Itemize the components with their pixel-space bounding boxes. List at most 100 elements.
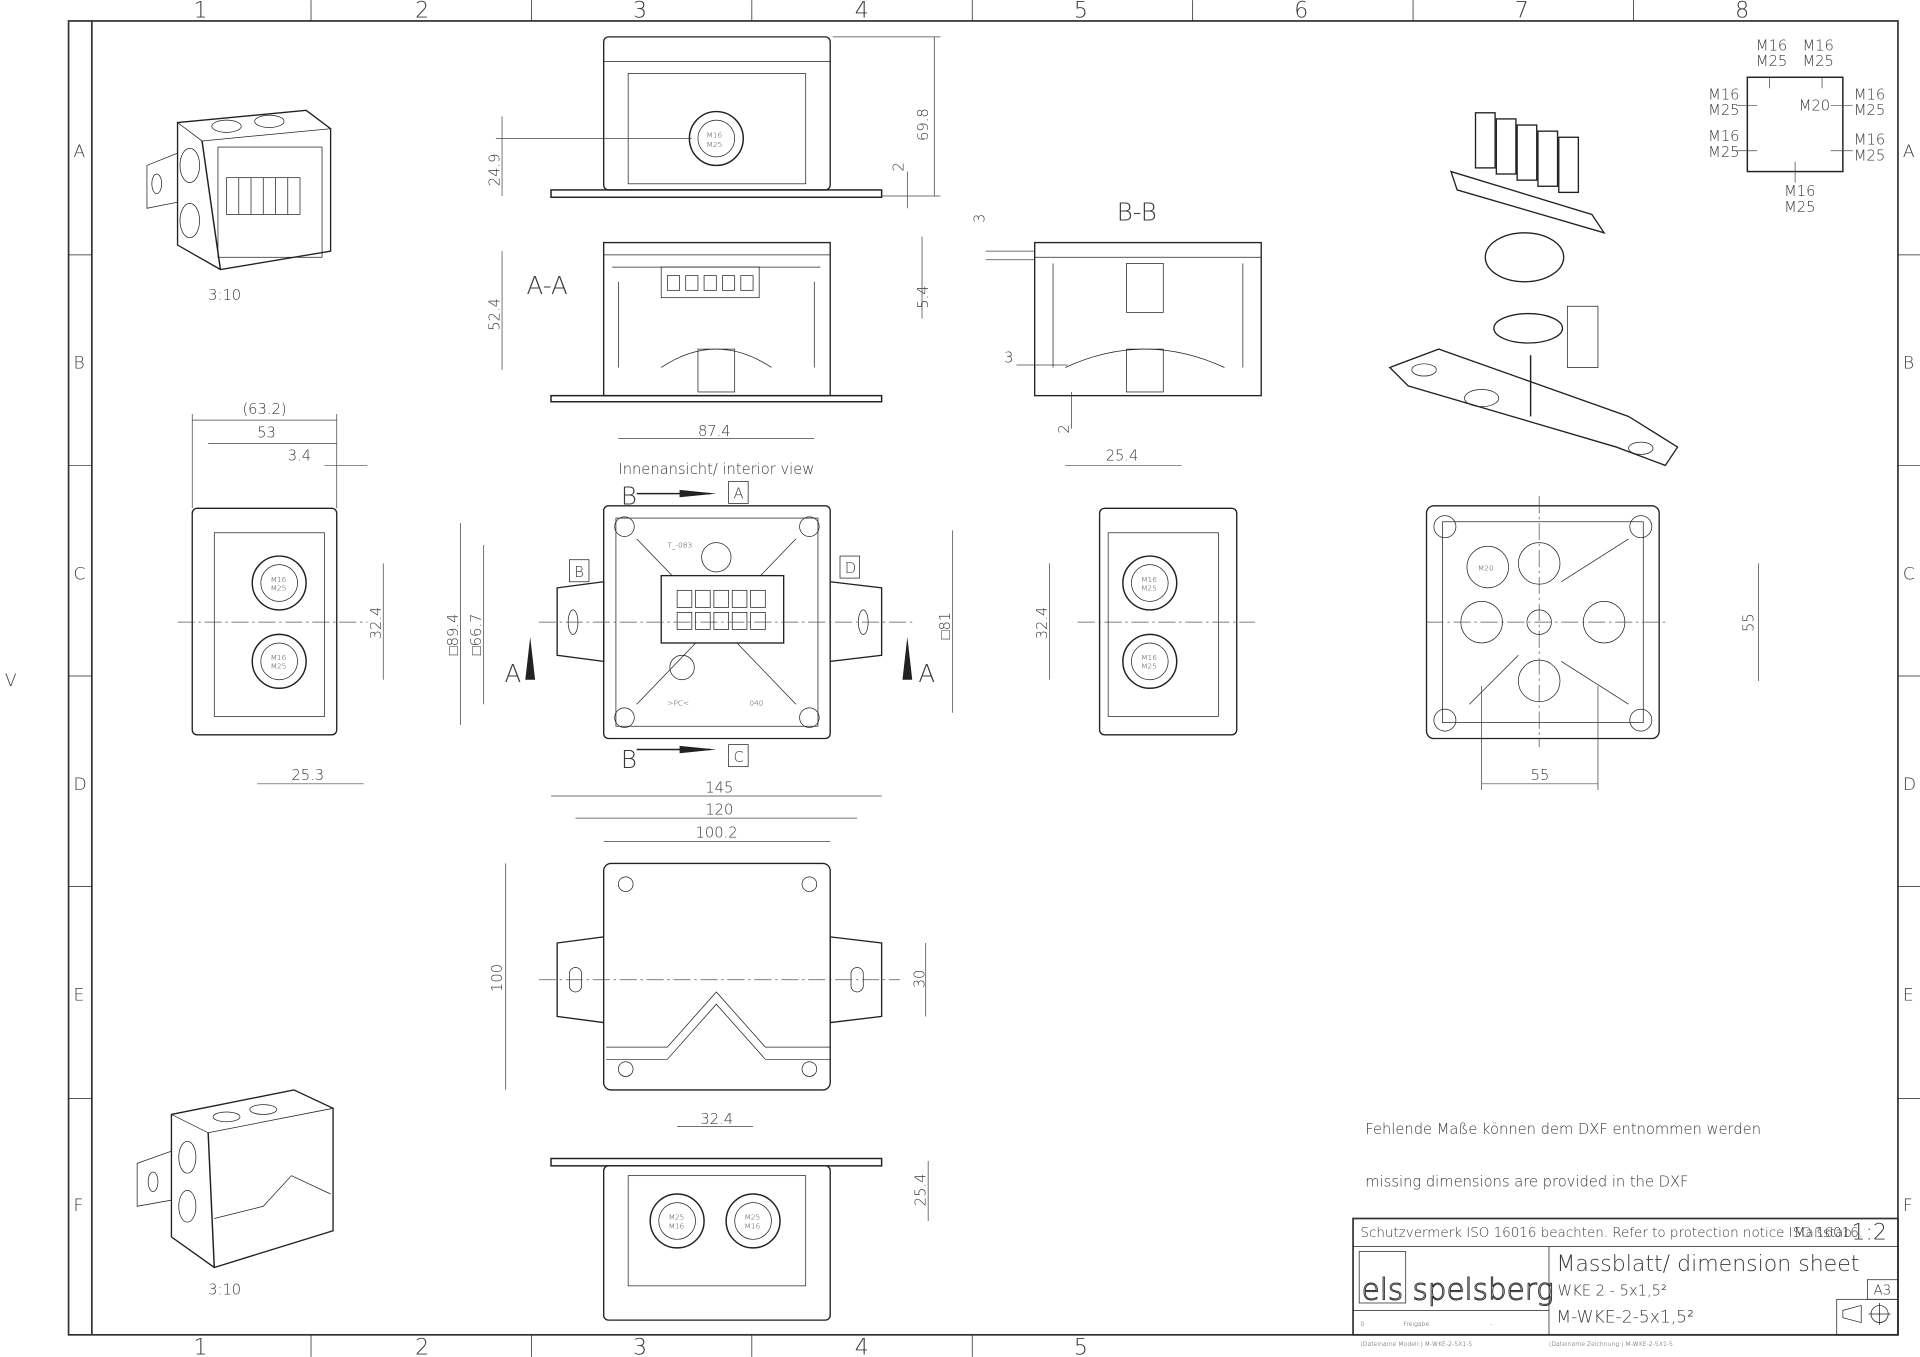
gland-label: M16 xyxy=(707,130,723,139)
section-label-b-b: B-B xyxy=(1117,198,1157,227)
entry-label: M16 xyxy=(1784,183,1815,200)
housing-marking: T_-083 xyxy=(667,540,692,549)
front-view-bottom xyxy=(550,1126,929,1321)
row-label-right: F xyxy=(1903,1196,1913,1216)
ref-box-c: C xyxy=(733,749,743,766)
front-view-top xyxy=(495,36,941,209)
entry-label: M25 xyxy=(1854,148,1885,165)
gland-label-m20: M20 xyxy=(1478,564,1494,573)
dim-100-2: 100.2 xyxy=(696,825,738,842)
row-label-right: E xyxy=(1903,986,1914,1006)
scale-value: 1:2 xyxy=(1851,1220,1886,1245)
dim-87-4: 87.4 xyxy=(698,423,731,440)
dim-32-4: 32.4 xyxy=(1034,607,1051,640)
gland-label: M25 xyxy=(1141,662,1157,671)
dim-3-side: 3 xyxy=(1004,350,1013,367)
interior-view xyxy=(460,480,954,768)
model-filename: (Dateiname Modell:) M-WKE-2-5X1-5 xyxy=(1360,1341,1472,1348)
dim-3-4: 3.4 xyxy=(288,448,311,465)
dim-30: 30 xyxy=(911,970,928,989)
gland-label: M16 xyxy=(271,653,287,662)
gland-label: M25 xyxy=(669,1213,685,1222)
gland-label: M16 xyxy=(744,1221,760,1230)
product-name: WKE 2 - 5x1,5² xyxy=(1558,1283,1667,1300)
column-label: 3 xyxy=(633,0,647,23)
title-block: els spelsberg xyxy=(1352,1217,1899,1336)
section-label-a-a: A-A xyxy=(527,271,568,300)
column-label-bottom: 2 xyxy=(415,1335,429,1357)
gland-label: M16 xyxy=(1141,575,1157,584)
entry-label: M16 xyxy=(1756,37,1787,54)
dim-55-vertical: 55 xyxy=(1740,613,1757,632)
entry-label: M16 xyxy=(1854,86,1885,103)
section-mark-b-top: B xyxy=(621,482,637,511)
cable-entry-diagram xyxy=(1736,76,1853,183)
column-label-bottom: 5 xyxy=(1074,1335,1088,1357)
column-label: 7 xyxy=(1515,0,1529,23)
dim-2: 2 xyxy=(891,162,908,171)
dim-89-4: □89.4 xyxy=(445,614,462,656)
part-number: M-WKE-2-5x1,5² xyxy=(1556,1308,1694,1328)
column-label-bottom: 3 xyxy=(633,1335,647,1357)
margin-mark: V xyxy=(5,671,17,691)
dim-145: 145 xyxy=(705,779,733,796)
ref-box-d: D xyxy=(845,560,856,577)
drawing-frame xyxy=(67,0,1920,1357)
entry-label: M16 xyxy=(1802,37,1833,54)
entry-label: M25 xyxy=(1756,53,1787,70)
release-status: Freigabe xyxy=(1403,1321,1429,1328)
column-label: 8 xyxy=(1735,0,1749,23)
dim-81: □81 xyxy=(937,612,954,640)
dim-25-4: 25.4 xyxy=(1106,448,1139,465)
sheet-title: Massblatt/ dimension sheet xyxy=(1556,1252,1859,1277)
dim-32-4: 32.4 xyxy=(368,607,385,640)
column-label: 1 xyxy=(193,0,207,23)
dim-120: 120 xyxy=(705,801,733,818)
bottom-view xyxy=(1425,496,1759,790)
iso-top-scale: 3:10 xyxy=(208,287,241,304)
section-mark-a-left: A xyxy=(504,659,521,688)
entry-label: M16 xyxy=(1854,132,1885,149)
top-plan-view xyxy=(505,795,927,1091)
gland-label: M25 xyxy=(744,1213,760,1222)
column-label: 2 xyxy=(415,0,429,23)
section-mark-a-right: A xyxy=(918,659,935,688)
row-label: C xyxy=(73,564,85,584)
release-extra: - xyxy=(1490,1321,1492,1328)
column-label-bottom: 1 xyxy=(193,1335,207,1357)
column-label: 5 xyxy=(1074,0,1088,23)
row-label: F xyxy=(73,1196,83,1216)
side-view-right xyxy=(1049,465,1256,736)
dim-66-7: □66.7 xyxy=(468,614,485,656)
iso-bottom-scale: 3:10 xyxy=(208,1281,241,1298)
dim-32-4: 32.4 xyxy=(700,1111,733,1128)
dim-55-horizontal: 55 xyxy=(1531,767,1550,784)
dim-63-2: (63.2) xyxy=(242,401,286,418)
section-mark-b-bottom: B xyxy=(621,745,637,774)
dim-52-4: 52.4 xyxy=(487,298,504,331)
row-label-right: D xyxy=(1903,775,1916,795)
protection-notice: Schutzvermerk ISO 16016 beachten. Refer … xyxy=(1360,1226,1863,1241)
dim-53: 53 xyxy=(257,424,276,441)
row-label: A xyxy=(73,142,85,162)
gland-label: M25 xyxy=(271,662,287,671)
dim-3-top: 3 xyxy=(971,214,988,223)
row-label-right: A xyxy=(1903,142,1915,162)
dim-5-4: 5.4 xyxy=(915,285,932,308)
isometric-view-bottom xyxy=(136,1089,335,1269)
gland-label: M16 xyxy=(271,575,287,584)
entry-label: M25 xyxy=(1708,144,1739,161)
note-english: missing dimensions are provided in the D… xyxy=(1365,1174,1688,1191)
note-german: Fehlende Maße können dem DXF entnommen w… xyxy=(1365,1121,1761,1138)
gland-label: M25 xyxy=(707,140,723,149)
section-a-a xyxy=(501,236,923,439)
entry-label: M25 xyxy=(1708,102,1739,119)
side-view-left xyxy=(177,414,384,785)
dim-25-3: 25.3 xyxy=(291,767,324,784)
exploded-isometric-view xyxy=(1388,112,1679,467)
section-b-b xyxy=(985,241,1262,429)
entry-label: M25 xyxy=(1802,53,1833,70)
dim-69-8: 69.8 xyxy=(915,108,932,141)
entry-label-inner: M20 xyxy=(1799,97,1830,114)
